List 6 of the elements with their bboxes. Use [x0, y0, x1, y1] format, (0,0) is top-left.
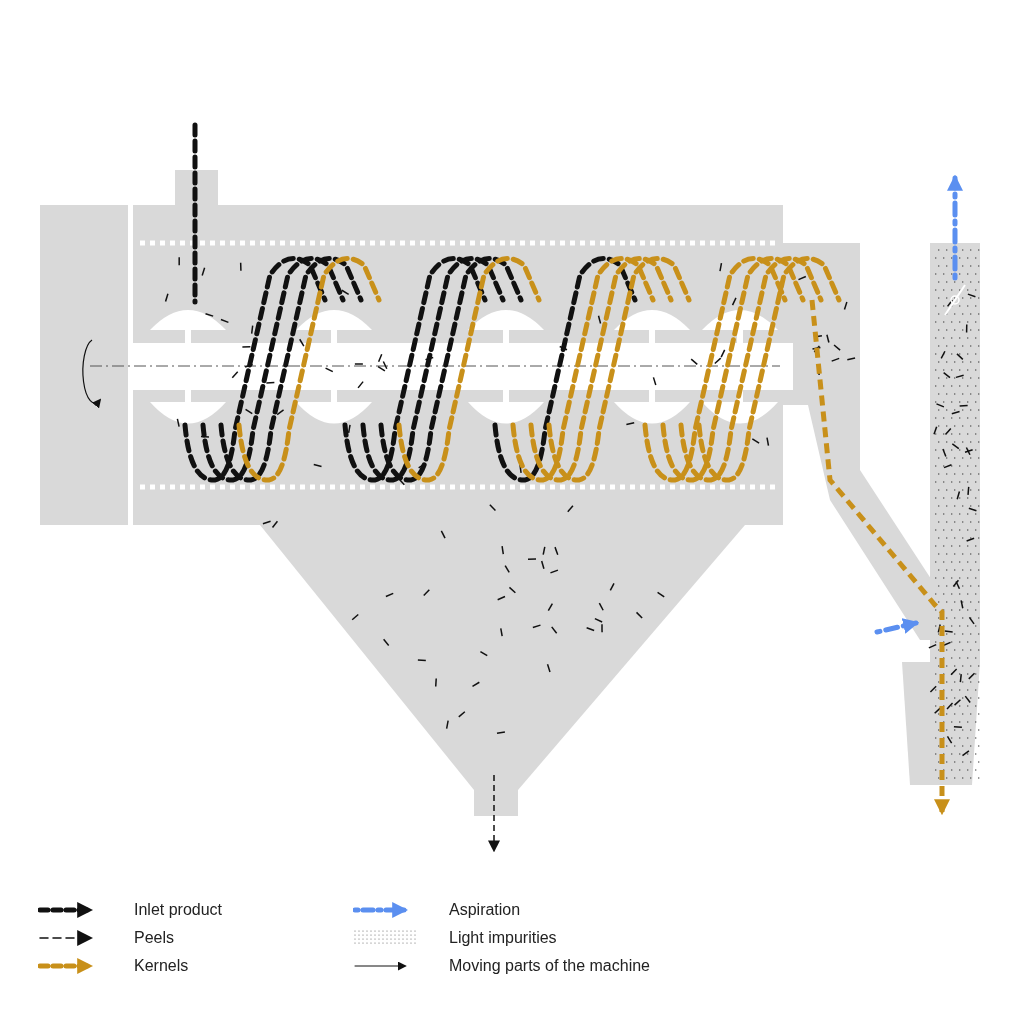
legend-label: Kernels — [134, 957, 189, 975]
legend-label: Peels — [134, 929, 175, 947]
legend-label: Light impurities — [449, 929, 557, 947]
legend-label: Inlet product — [134, 901, 223, 919]
legend-label: Aspiration — [449, 901, 521, 919]
legend-label: Moving parts of the machine — [449, 957, 650, 975]
